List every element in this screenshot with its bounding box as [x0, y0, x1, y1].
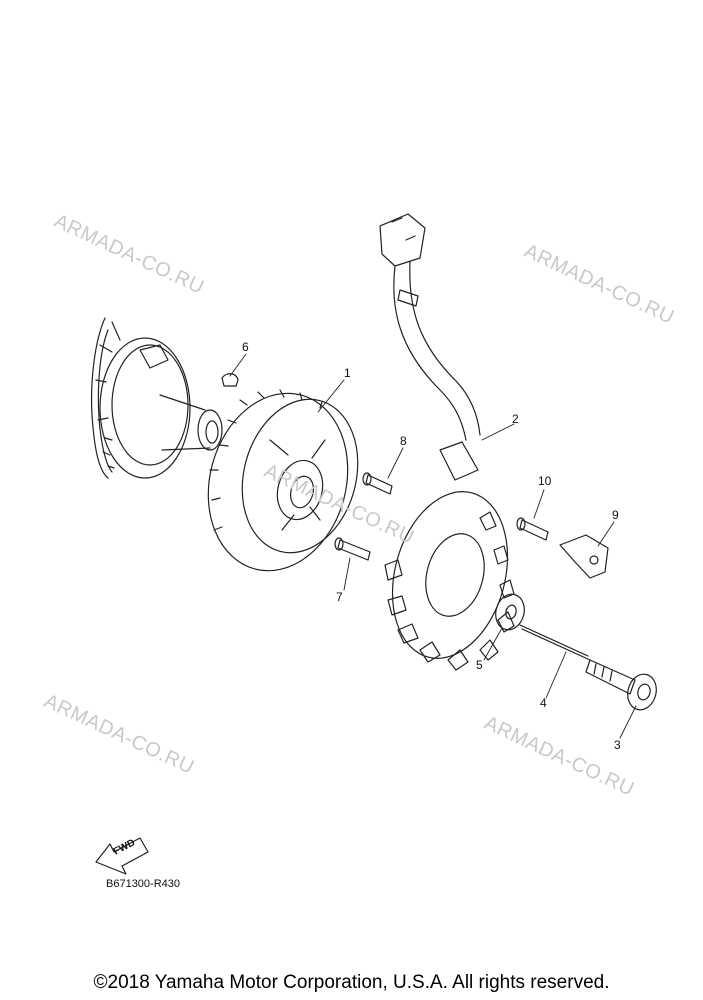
washer-drawing [495, 593, 525, 631]
callout-1: 1 [344, 366, 351, 380]
part-code: B671300-R430 [106, 878, 181, 890]
fwd-arrow-icon [95, 837, 149, 875]
leader-lines [229, 353, 637, 739]
rod-drawing [519, 624, 591, 661]
callout-9: 9 [612, 508, 619, 522]
crankshaft-drawing [91, 317, 223, 479]
callout-3: 3 [614, 738, 621, 752]
callout-8: 8 [400, 434, 407, 448]
copyright: ©2018 Yamaha Motor Corporation, U.S.A. A… [93, 972, 610, 993]
stator-drawing [379, 213, 515, 671]
callout-4: 4 [540, 696, 547, 710]
screw-10-drawing [516, 517, 549, 541]
callout-6: 6 [242, 340, 249, 354]
woodruff-key-drawing [221, 373, 239, 387]
callout-7: 7 [336, 590, 343, 604]
bolt-3-drawing [585, 659, 657, 711]
callout-10: 10 [538, 474, 552, 488]
callout-5: 5 [476, 658, 483, 672]
bolt-7-drawing [334, 537, 371, 561]
rotor-drawing [207, 389, 359, 572]
callout-2: 2 [512, 412, 519, 426]
clamp-9-drawing [559, 534, 609, 579]
bolt-8-drawing [362, 472, 393, 495]
